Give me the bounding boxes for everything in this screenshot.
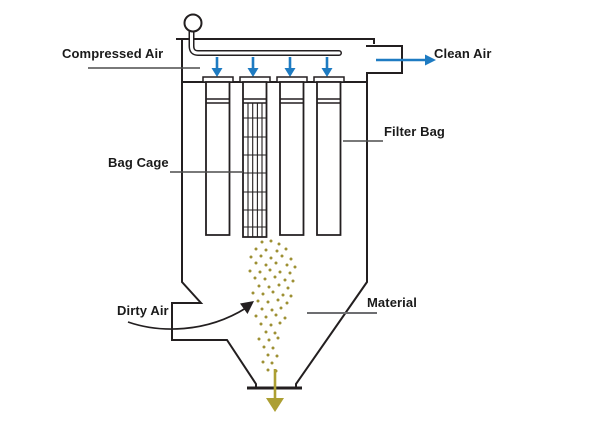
dust-dot (273, 275, 277, 279)
dust-dot (248, 269, 252, 273)
filter-bags (203, 77, 344, 237)
dust-dot (277, 283, 281, 287)
dust-dot (276, 298, 280, 302)
label-compressed-air: Compressed Air (62, 46, 164, 61)
dust-dot (264, 263, 268, 267)
dust-dot (270, 308, 274, 312)
dust-dot (271, 346, 275, 350)
dust-dot (291, 279, 295, 283)
dust-dot (273, 331, 277, 335)
dust-dot (262, 345, 266, 349)
bag-top-bands (206, 99, 341, 103)
dust-dot (259, 254, 263, 258)
dust-dot (264, 315, 268, 319)
housing-top-plate (176, 39, 374, 44)
dust-dot (254, 247, 258, 251)
dust-dot (254, 261, 258, 265)
dust-dot (285, 263, 289, 267)
housing-left-wall (172, 39, 256, 388)
dust-dot (267, 285, 271, 289)
clean-air-arrow-icon (376, 54, 436, 66)
housing-right-wall (296, 73, 367, 388)
pulse-arrow-icon (211, 57, 223, 77)
pulse-arrows (211, 57, 333, 77)
dust-dot (285, 301, 289, 305)
dust-dot (267, 338, 271, 342)
leader-lines (88, 68, 383, 313)
dust-dot (283, 278, 287, 282)
label-bag-cage: Bag Cage (108, 155, 169, 170)
bag-cage-grid (243, 103, 267, 237)
material-discharge-arrow-icon (266, 369, 284, 412)
compressed-air-pipe-bore (192, 32, 340, 53)
pulse-arrow-icon (321, 57, 333, 77)
pulse-air-system (185, 15, 340, 54)
dust-dot (279, 306, 283, 310)
dust-dot (275, 249, 279, 253)
dust-dot (277, 242, 281, 246)
dust-dot (264, 330, 268, 334)
dust-dot (275, 354, 279, 358)
dust-particles (248, 239, 297, 373)
filter-bag-body (317, 82, 341, 235)
compressed-air-pipe (192, 32, 340, 53)
dust-dot (259, 322, 263, 326)
dust-dot (278, 321, 282, 325)
dust-dot (249, 255, 253, 259)
dust-dot (257, 337, 261, 341)
dust-dot (293, 265, 297, 269)
dust-dot (263, 277, 267, 281)
dust-dot (269, 323, 273, 327)
dust-dot (276, 336, 280, 340)
dust-dot (274, 261, 278, 265)
dust-dot (289, 294, 293, 298)
dust-dot (284, 247, 288, 251)
dust-dot (271, 290, 275, 294)
dust-dot (261, 360, 265, 364)
dust-dot (274, 313, 278, 317)
dust-dot (258, 270, 262, 274)
dust-dot (283, 316, 287, 320)
dirty-air-arrow-icon (128, 301, 254, 329)
dust-dot (278, 270, 282, 274)
label-clean-air: Clean Air (434, 46, 492, 61)
dust-dot (266, 300, 270, 304)
dust-dot (256, 299, 260, 303)
dust-dot (269, 239, 273, 243)
dust-dot (280, 254, 284, 258)
pulse-arrow-icon (284, 57, 296, 77)
filter-bag-body (243, 82, 267, 237)
dust-dot (261, 292, 265, 296)
dust-dot (260, 307, 264, 311)
dust-dot (281, 293, 285, 297)
dust-dot (268, 268, 272, 272)
label-dirty-air: Dirty Air (117, 303, 169, 318)
dust-dot (251, 291, 255, 295)
dust-dot (264, 248, 268, 252)
dust-dot (253, 276, 257, 280)
filter-bag-body (280, 82, 304, 235)
dust-dot (260, 240, 264, 244)
dust-dot (288, 271, 292, 275)
dust-dot (257, 284, 261, 288)
dust-dot (269, 256, 273, 260)
dust-dot (254, 314, 258, 318)
dust-dot (270, 361, 274, 365)
dust-dot (266, 368, 270, 372)
dust-dot (286, 286, 290, 290)
pulse-valve-icon (185, 15, 202, 32)
label-filter-bag: Filter Bag (384, 124, 445, 139)
pulse-arrow-icon (247, 57, 259, 77)
filter-bag-body (206, 82, 230, 235)
label-material: Material (367, 295, 417, 310)
dust-dot (289, 257, 293, 261)
dust-dot (266, 353, 270, 357)
